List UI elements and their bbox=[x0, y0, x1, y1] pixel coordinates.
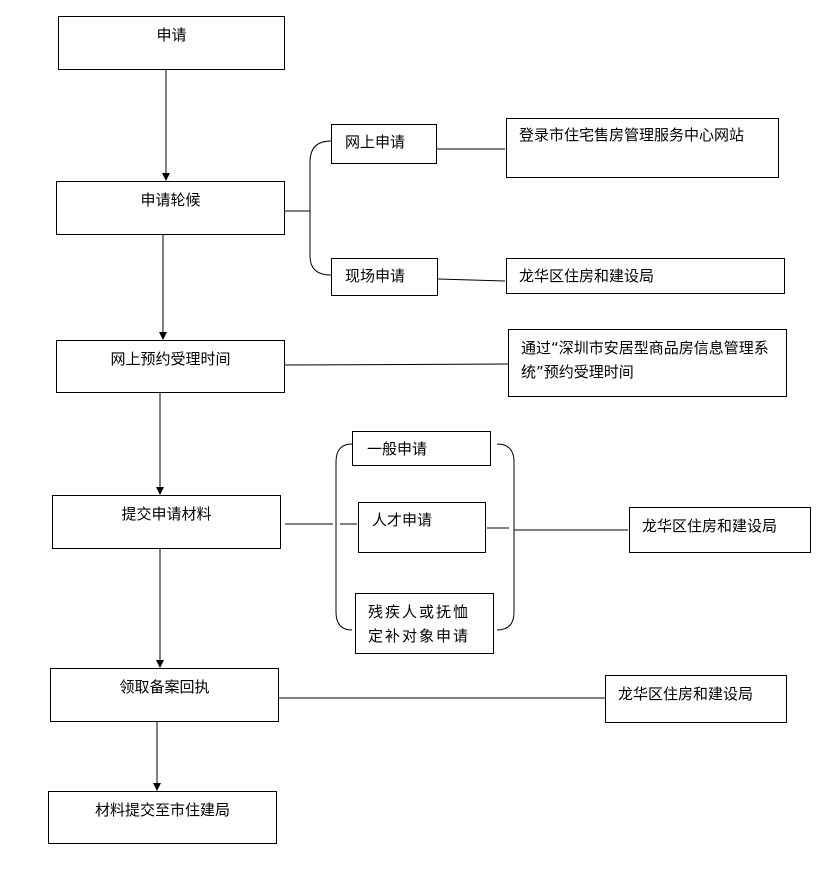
bracket-materials-left bbox=[335, 443, 353, 631]
onsite-apply-detail-box: 龙华区住房和建设局 bbox=[506, 258, 785, 294]
bracket-queue bbox=[309, 140, 332, 276]
onsite-apply-box: 现场申请 bbox=[331, 258, 438, 296]
online-apply-detail-box: 登录市住宅售房管理服务中心网站 bbox=[506, 118, 779, 178]
receipt-detail-box: 龙华区住房和建设局 bbox=[605, 675, 787, 723]
materials-detail-box: 龙华区住房和建设局 bbox=[629, 507, 811, 553]
online-apply-box: 网上申请 bbox=[331, 124, 437, 164]
line-booking-to-detail bbox=[284, 363, 509, 366]
submit-bureau-box: 材料提交至市住建局 bbox=[48, 791, 277, 844]
bracket-materials-right bbox=[496, 443, 515, 631]
booking-detail-box: 通过“深圳市安居型商品房信息管理系统”预约受理时间 bbox=[508, 329, 787, 397]
general-apply-box: 一般申请 bbox=[352, 431, 491, 466]
receipt-box: 领取备案回执 bbox=[50, 668, 279, 722]
line-onsite-to-detail bbox=[437, 278, 506, 282]
disabled-apply-box: 残疾人或抚恤定补对象申请 bbox=[355, 593, 494, 654]
online-booking-box: 网上预约受理时间 bbox=[56, 340, 285, 393]
apply-box: 申请 bbox=[58, 16, 285, 70]
queue-box: 申请轮候 bbox=[56, 181, 285, 235]
talent-apply-box: 人才申请 bbox=[358, 502, 486, 553]
submit-materials-box: 提交申请材料 bbox=[52, 495, 281, 549]
